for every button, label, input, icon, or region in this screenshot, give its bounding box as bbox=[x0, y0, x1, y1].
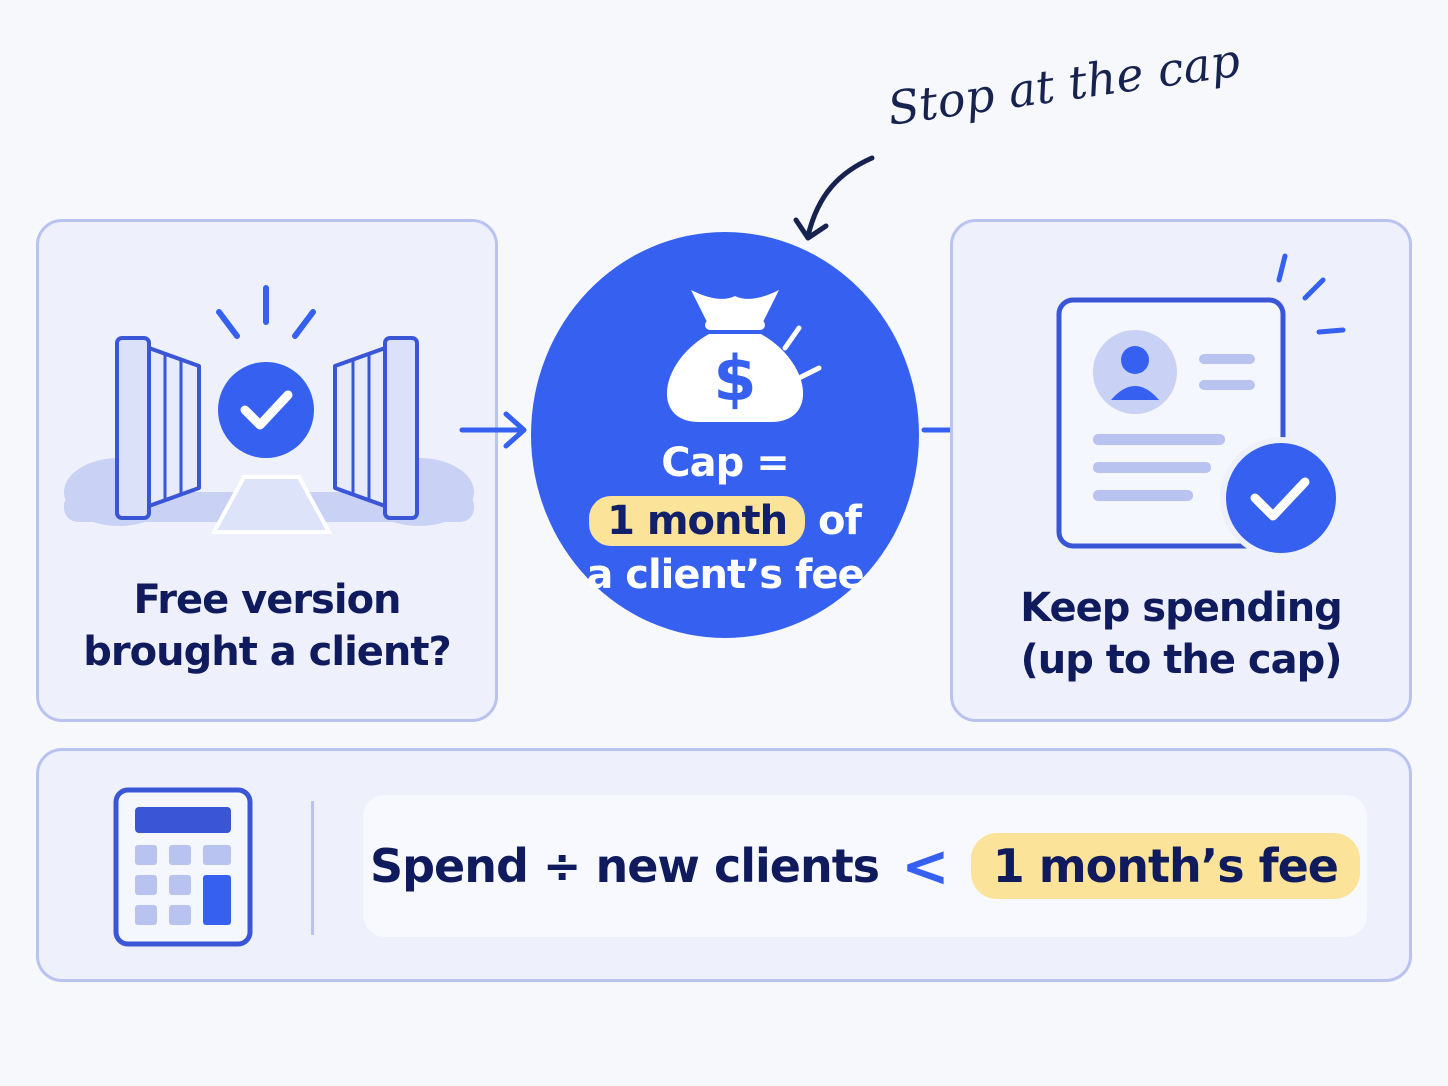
formula-row: Spend ÷ new clients < 1 month’s fee bbox=[363, 795, 1367, 937]
formula-less-than: < bbox=[901, 832, 950, 900]
formula-left: Spend ÷ new clients bbox=[369, 839, 880, 893]
cap-month-row: 1 month of bbox=[531, 496, 919, 546]
money-bag-icon: $ bbox=[666, 290, 822, 422]
svg-text:$: $ bbox=[713, 342, 756, 415]
cap-fee-text: a client’s fee bbox=[586, 552, 864, 598]
keep-spending-caption: Keep spending (up to the cap) bbox=[953, 582, 1409, 686]
arrow-right-icon bbox=[459, 411, 527, 449]
cap-label: Cap = bbox=[661, 440, 789, 486]
free-version-panel: Free version brought a client? bbox=[36, 219, 498, 722]
cap-of-text: of bbox=[818, 498, 862, 544]
cap-circle: $ Cap = 1 month of a client’s fee bbox=[531, 232, 919, 638]
divider bbox=[311, 801, 314, 935]
annotation-arrow-icon bbox=[793, 155, 875, 241]
keep-spending-panel: Keep spending (up to the cap) bbox=[950, 219, 1412, 722]
free-version-caption-line1: Free version bbox=[133, 577, 401, 623]
annotation-text: Stop at the cap bbox=[884, 32, 1244, 136]
calculator-icon bbox=[113, 787, 253, 947]
profile-card-check-icon bbox=[1056, 253, 1346, 559]
open-gate-check-icon bbox=[64, 285, 474, 534]
cap-month-highlight: 1 month bbox=[589, 496, 806, 546]
keep-spending-caption-line2: (up to the cap) bbox=[1020, 637, 1342, 683]
free-version-caption: Free version brought a client? bbox=[39, 574, 495, 678]
formula-right-highlight: 1 month’s fee bbox=[970, 833, 1361, 899]
formula-box: Spend ÷ new clients < 1 month’s fee bbox=[363, 795, 1367, 937]
keep-spending-caption-line1: Keep spending bbox=[1020, 585, 1343, 631]
free-version-caption-line2: brought a client? bbox=[83, 629, 451, 675]
formula-panel: Spend ÷ new clients < 1 month’s fee bbox=[36, 748, 1412, 982]
